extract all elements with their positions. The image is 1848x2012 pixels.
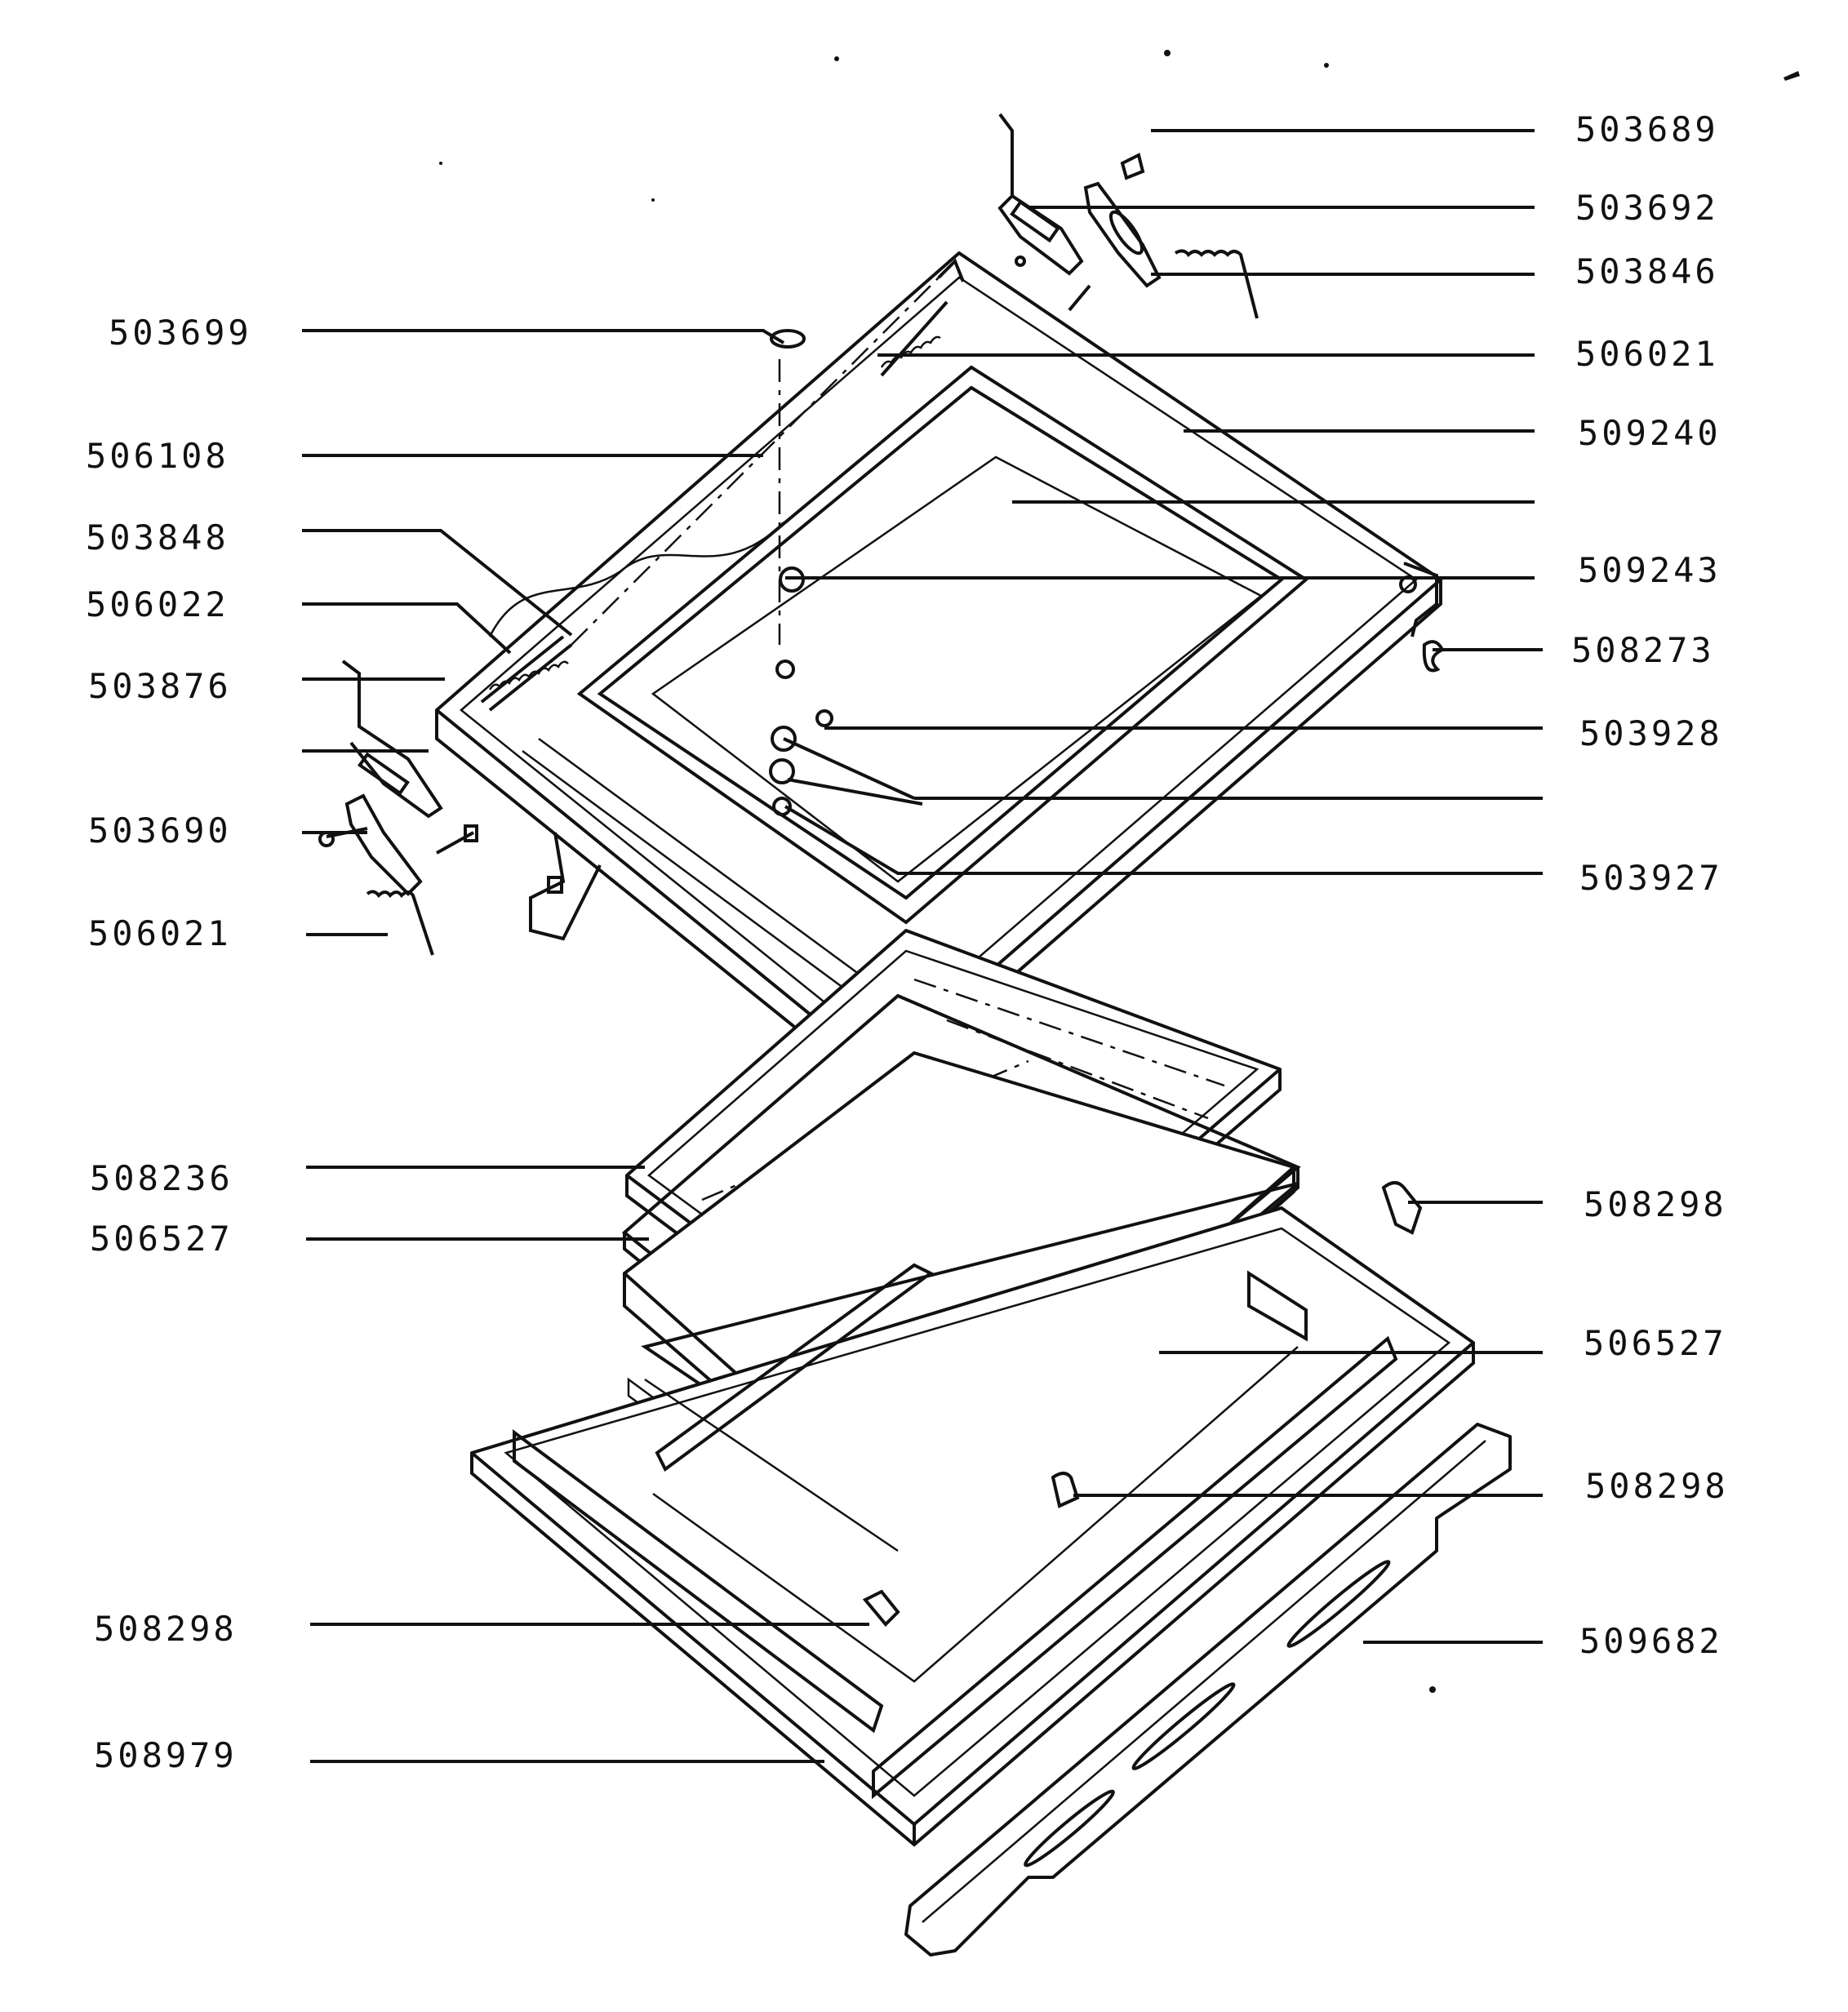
part-label-right-2: 503692 xyxy=(1575,188,1719,228)
part-label-right-1: 503689 xyxy=(1575,109,1719,149)
handle-strip xyxy=(904,1423,1512,1956)
clip-part xyxy=(1422,640,1445,673)
part-label-right-8: 503928 xyxy=(1579,713,1723,753)
part-label-right-7: 508273 xyxy=(1571,630,1715,670)
part-label-left-9: 506527 xyxy=(90,1219,233,1259)
part-label-right-3: 503846 xyxy=(1575,251,1719,291)
part-label-right-12: 508298 xyxy=(1585,1466,1729,1506)
part-label-left-2: 506108 xyxy=(86,436,229,476)
part-label-left-4: 506022 xyxy=(86,584,229,624)
part-label-left-10: 508298 xyxy=(94,1609,238,1649)
scan-specks xyxy=(439,50,1800,1693)
hinge-hardware-left xyxy=(480,258,965,816)
part-label-right-10: 508298 xyxy=(1584,1184,1727,1224)
part-label-right-13: 509682 xyxy=(1579,1621,1723,1661)
part-label-left-7: 506021 xyxy=(88,913,232,953)
part-label-left-5: 503876 xyxy=(88,666,232,706)
part-label-right-4: 506021 xyxy=(1575,334,1719,374)
part-label-left-8: 508236 xyxy=(90,1158,233,1198)
leader-lines-right xyxy=(783,129,1543,1644)
part-label-left-3: 503848 xyxy=(86,517,229,557)
hinge-hardware-right xyxy=(997,113,1259,319)
part-label-right-5: 509240 xyxy=(1578,413,1721,453)
part-label-left-11: 508979 xyxy=(94,1735,238,1775)
outer-door xyxy=(470,1206,1475,1847)
part-label-right-6: 509243 xyxy=(1578,550,1721,590)
part-label-right-9: 503927 xyxy=(1579,858,1723,898)
leader-lines-left xyxy=(302,329,869,1763)
part-label-left-6: 503690 xyxy=(88,811,232,851)
part-label-left-1: 503699 xyxy=(109,313,252,353)
part-label-right-11: 506527 xyxy=(1584,1323,1727,1363)
